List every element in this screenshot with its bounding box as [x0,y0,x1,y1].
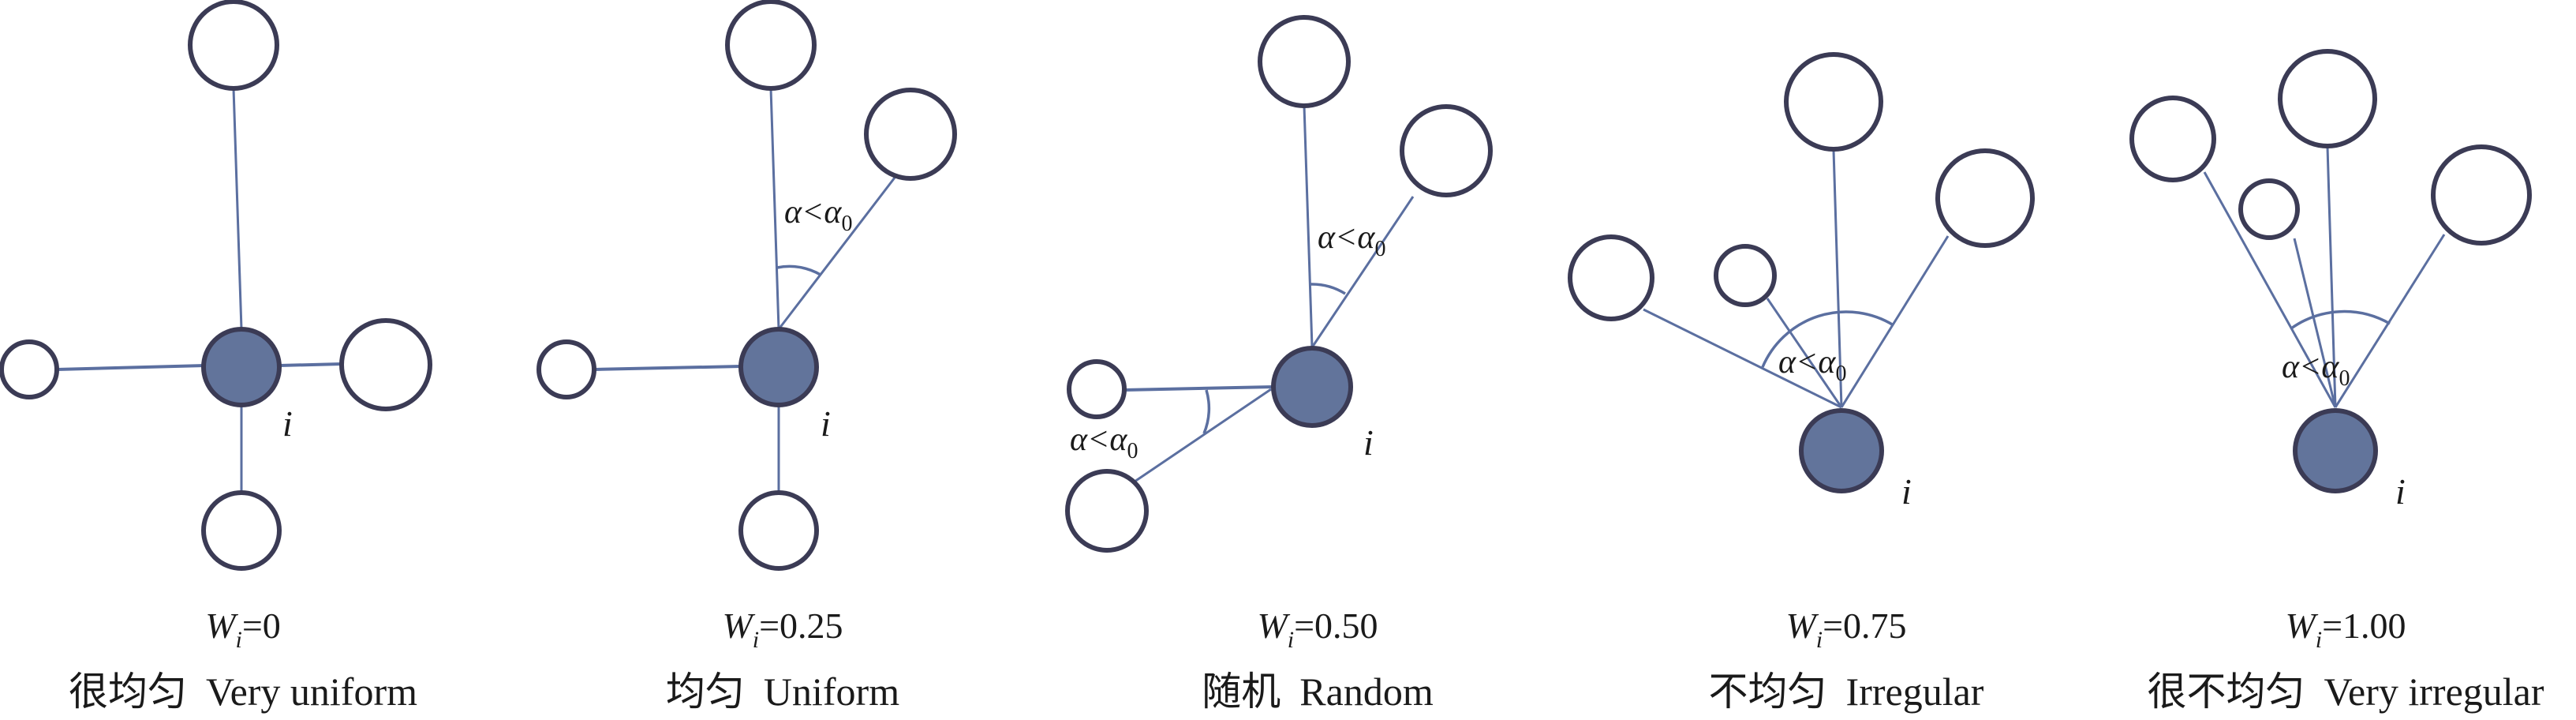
angle-arc [776,264,821,276]
edge [56,364,204,371]
edge [777,177,896,330]
neighbor-node [1714,244,1777,307]
neighbor-node [1065,469,1149,553]
node-label: i [282,403,293,444]
edge [2326,146,2337,408]
angle-label: α<α0 [2282,349,2350,391]
center-node [1799,408,1884,493]
center-node [738,327,819,407]
weight-label: Wi=0.25 [722,606,843,653]
neighbor-node [537,339,596,399]
center-node [2293,408,2378,493]
neighbor-node [339,318,432,411]
neighbor-node [1784,52,1883,152]
angle-label: α<α0 [1318,219,1385,261]
neighbor-node [1067,359,1127,419]
edge [232,88,243,330]
weight-label: Wi=0.50 [1257,606,1378,653]
center-node [1271,346,1353,428]
weight-label: Wi=0.75 [1785,606,1906,653]
center-node [201,327,282,407]
angle-label: α<α0 [784,194,852,236]
edge [2334,234,2446,408]
edge [1766,298,1843,408]
edge [593,365,742,371]
neighbor-node [1568,234,1654,321]
neighbor-node [2278,49,2377,148]
neighbor-node [188,0,279,91]
neighbor-node [201,490,282,571]
angle-arc [2290,309,2391,330]
edge [2293,238,2337,408]
edge [1643,308,1842,409]
edge [279,362,342,367]
weight-label: Wi=0 [205,606,281,653]
edge [1832,149,1843,408]
angle-arc [1310,283,1346,295]
edge [1123,385,1274,392]
neighbor-node [864,88,957,181]
neighbor-node [0,339,59,399]
edge [769,88,780,330]
edge [2203,171,2337,408]
node-label: i [821,403,831,444]
edge [1303,105,1314,348]
node-label: i [1363,422,1374,463]
neighbor-node [725,0,817,91]
node-label: i [2395,471,2406,512]
angle-label: α<α0 [1070,422,1138,463]
angle-arc [1761,310,1894,368]
neighbor-node [1935,148,2035,248]
neighbor-node [1400,104,1493,197]
neighbor-node [2431,144,2532,246]
angle-arc [1202,389,1211,434]
edge [1310,196,1415,348]
neighbor-node [2238,178,2300,240]
angle-label: α<α0 [1778,344,1846,386]
neighbor-node [2129,96,2216,182]
neighbor-node [1258,15,1351,108]
edge [1134,388,1272,483]
neighbor-node [738,490,819,571]
weight-label: Wi=1.00 [2285,606,2406,653]
node-label: i [1901,471,1912,512]
edge [1840,235,1950,408]
